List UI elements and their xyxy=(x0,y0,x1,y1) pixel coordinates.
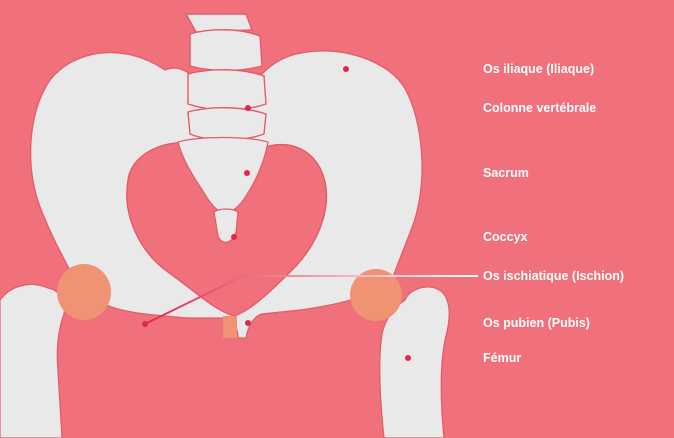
pointer-dot-ischion xyxy=(142,321,148,327)
pointer-dot-femur xyxy=(405,355,411,361)
left-hip-joint xyxy=(57,264,111,320)
vertebra-3 xyxy=(188,70,266,110)
vertebra-2 xyxy=(190,30,262,71)
label-sacrum: Sacrum xyxy=(483,166,529,180)
pubic-symphysis xyxy=(223,316,237,338)
label-os-pubien: Os pubien (Pubis) xyxy=(483,316,590,330)
vertebra-4 xyxy=(188,108,266,140)
label-colonne-vertebrale: Colonne vertébrale xyxy=(483,101,596,115)
label-os-ischiatique: Os ischiatique (Ischion) xyxy=(483,269,624,283)
pointer-dot-iliaque xyxy=(343,66,349,72)
label-femur: Fémur xyxy=(483,351,521,365)
pointer-dot-pubis xyxy=(245,320,251,326)
pointer-dot-coccyx xyxy=(231,234,237,240)
label-os-iliaque: Os iliaque (Iliaque) xyxy=(483,62,594,76)
left-femur xyxy=(0,284,64,438)
pointer-dot-sacrum xyxy=(244,170,250,176)
label-coccyx: Coccyx xyxy=(483,230,527,244)
pointer-dot-colonne xyxy=(245,105,251,111)
